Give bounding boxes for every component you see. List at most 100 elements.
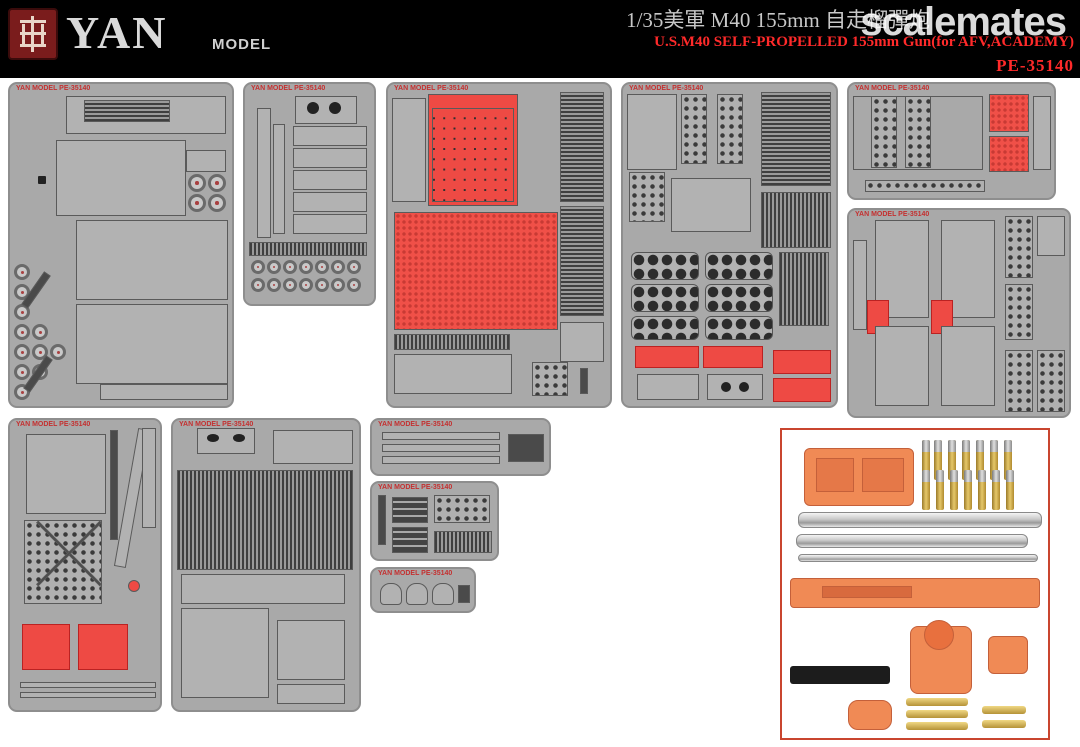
etched-part — [293, 148, 367, 168]
pe-fret-3: YAN MODEL PE-35140 — [386, 82, 612, 408]
resin-block — [816, 458, 854, 492]
hole — [329, 102, 341, 114]
pe-fret-2: YAN MODEL PE-35140 — [243, 82, 376, 306]
ring-part — [32, 344, 48, 360]
fret-label: YAN MODEL PE-35140 — [394, 85, 469, 92]
etched-part — [382, 456, 500, 464]
etched-part — [941, 326, 995, 406]
brass-rod — [906, 722, 968, 730]
etched-part — [197, 428, 255, 454]
product-subtitle: U.S.M40 SELF-PROPELLED 155mm Gun(for AFV… — [654, 34, 1074, 50]
resin-breech-ring — [924, 620, 954, 650]
pe-fret-4: YAN MODEL PE-35140 — [621, 82, 838, 408]
etched-part — [853, 96, 983, 170]
etched-part — [186, 150, 226, 172]
etched-part — [110, 430, 118, 540]
ring-part — [188, 194, 206, 212]
product-title: 1/35美軍 M40 155mm 自走榴彈炮 — [626, 8, 930, 32]
grid-grille — [432, 108, 514, 202]
hole — [721, 382, 731, 392]
fret-label: YAN MODEL PE-35140 — [16, 85, 91, 92]
hole — [233, 434, 245, 442]
etched-part — [20, 692, 156, 698]
ring-part — [267, 278, 281, 292]
etched-part — [100, 384, 228, 400]
etched-part — [277, 684, 345, 704]
fret-label: YAN MODEL PE-35140 — [378, 484, 453, 491]
etched-part — [293, 170, 367, 190]
red-plate — [773, 350, 831, 374]
ring-part — [267, 260, 281, 274]
red-plate — [22, 624, 70, 670]
etched-part — [273, 430, 353, 464]
brand-name: YAN — [66, 7, 168, 58]
header-banner: YAN MODEL 1/35美軍 M40 155mm 自走榴彈炮 scalema… — [0, 0, 1080, 78]
ring-part — [251, 278, 265, 292]
brass-shell — [962, 440, 970, 480]
brass-shell — [978, 470, 986, 510]
ring-part — [315, 278, 329, 292]
etched-part — [761, 192, 831, 248]
ring-part — [315, 260, 329, 274]
red-grille-panel — [989, 136, 1029, 172]
resin-cradle-detail — [822, 586, 912, 598]
etched-part — [434, 531, 492, 553]
etched-part — [681, 94, 707, 164]
brass-rod — [906, 698, 968, 706]
brass-rod — [982, 706, 1026, 714]
ring-part — [14, 324, 30, 340]
etched-part — [637, 374, 699, 400]
etched-part — [24, 520, 102, 604]
red-plate — [703, 346, 763, 368]
product-code: PE-35140 — [996, 56, 1074, 75]
yan-seal-logo — [8, 8, 58, 60]
ring-part — [188, 174, 206, 192]
etched-part — [508, 434, 544, 462]
etched-part — [378, 495, 386, 545]
brass-shell — [922, 440, 930, 480]
red-plate — [773, 378, 831, 402]
brass-shell — [950, 470, 958, 510]
fret-label: YAN MODEL PE-35140 — [855, 211, 930, 218]
etched-part — [382, 444, 500, 452]
etched-part — [142, 428, 156, 528]
etched-part — [1005, 216, 1033, 278]
etched-part — [392, 98, 426, 202]
etched-part — [20, 682, 156, 688]
resin-part — [988, 636, 1028, 674]
scalemates-watermark: scalemates — [860, 0, 1067, 44]
fret-label: YAN MODEL PE-35140 — [179, 421, 254, 428]
mesh-panel — [177, 470, 353, 570]
pe-fret-1: YAN MODEL PE-35140 — [8, 82, 234, 408]
pe-fret-11: YAN MODEL PE-35140 — [370, 567, 476, 613]
fret-label: YAN MODEL PE-35140 — [855, 85, 930, 92]
etched-part — [875, 326, 929, 406]
etched-part — [380, 583, 402, 605]
ring-part — [347, 278, 361, 292]
etched-part — [181, 608, 269, 698]
etched-part — [560, 322, 604, 362]
ring-part — [299, 260, 313, 274]
etched-part — [1005, 284, 1033, 340]
red-plate — [78, 624, 128, 670]
etched-part — [627, 94, 677, 170]
metal-barrel — [798, 554, 1038, 562]
brass-shell — [934, 440, 942, 480]
etched-part — [26, 434, 106, 514]
pe-fret-6: YAN MODEL PE-35140 — [847, 208, 1071, 418]
etched-part — [853, 240, 867, 330]
etched-part — [432, 583, 454, 605]
mesh-panel — [560, 206, 604, 316]
etched-part — [392, 497, 428, 523]
brass-shell — [992, 470, 1000, 510]
brass-shell — [964, 470, 972, 510]
ammo-rack-plate — [631, 284, 699, 312]
parts-photo — [780, 428, 1050, 740]
ring-part — [331, 278, 345, 292]
etched-part — [76, 220, 228, 300]
resin-cradle — [790, 578, 1040, 608]
ring-part — [208, 194, 226, 212]
ring-part — [251, 260, 265, 274]
etched-part — [1037, 350, 1065, 412]
ammo-rack-plate — [631, 252, 699, 280]
